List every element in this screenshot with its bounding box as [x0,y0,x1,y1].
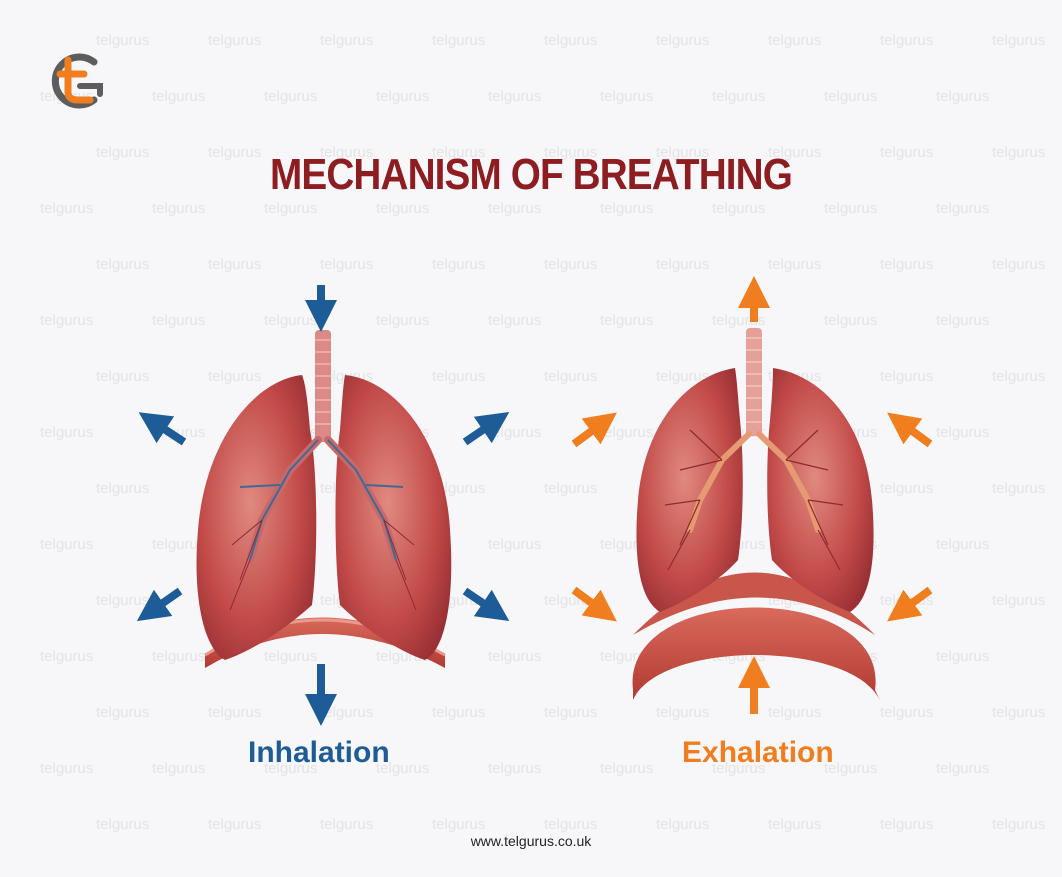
arrow-outward-bottom-right-icon [465,591,496,612]
exhalation-label: Exhalation [682,736,834,770]
arrow-outward-bottom-left-icon [150,591,180,612]
arrow-outward-top-left-icon [152,421,184,442]
inhalation-panel [150,285,496,710]
left-lung-inhalation [197,375,317,660]
left-lung-exhalation [636,368,742,612]
inhalation-label: Inhalation [248,736,390,770]
arrow-outward-top-right-icon [465,421,496,442]
trachea-inhalation [315,330,331,442]
right-lung-inhalation [336,375,452,660]
trachea-exhalation [746,328,762,436]
arrow-inward-bottom-right-icon [900,590,930,612]
arrow-inward-top-left-icon [574,422,604,444]
arrow-inward-top-right-icon [900,422,930,444]
arrow-inward-bottom-left-icon [574,590,604,612]
footer-url: www.telgurus.co.uk [0,833,1062,849]
exhalation-panel [574,292,930,714]
right-lung-exhalation [767,368,873,612]
